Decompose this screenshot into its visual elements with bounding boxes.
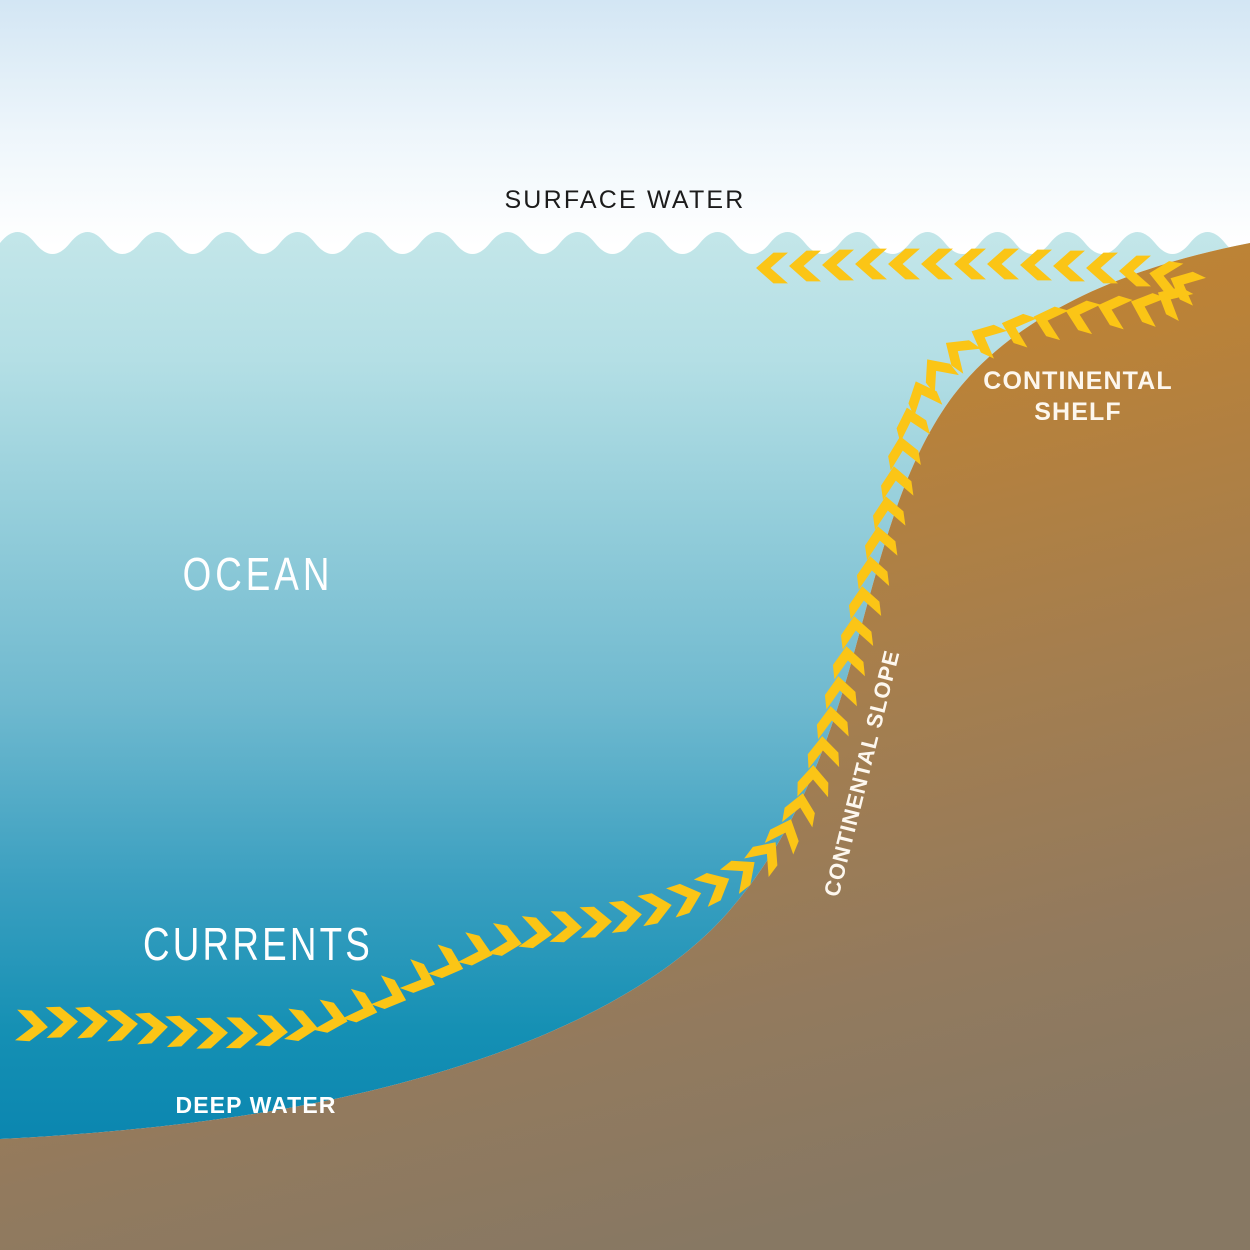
label-surface-water: SURFACE WATER xyxy=(504,186,745,214)
ocean-water-body xyxy=(0,232,1250,1139)
label-ocean: OCEAN xyxy=(183,548,334,600)
label-deep-water: DEEP WATER xyxy=(176,1092,337,1118)
seafloor-land-mass xyxy=(0,243,1250,1250)
label-continental-shelf-line2: SHELF xyxy=(1034,398,1121,426)
label-currents: CURRENTS xyxy=(143,918,373,970)
label-continental-shelf-line1: CONTINENTAL xyxy=(983,367,1172,395)
sky-background xyxy=(0,0,1250,246)
